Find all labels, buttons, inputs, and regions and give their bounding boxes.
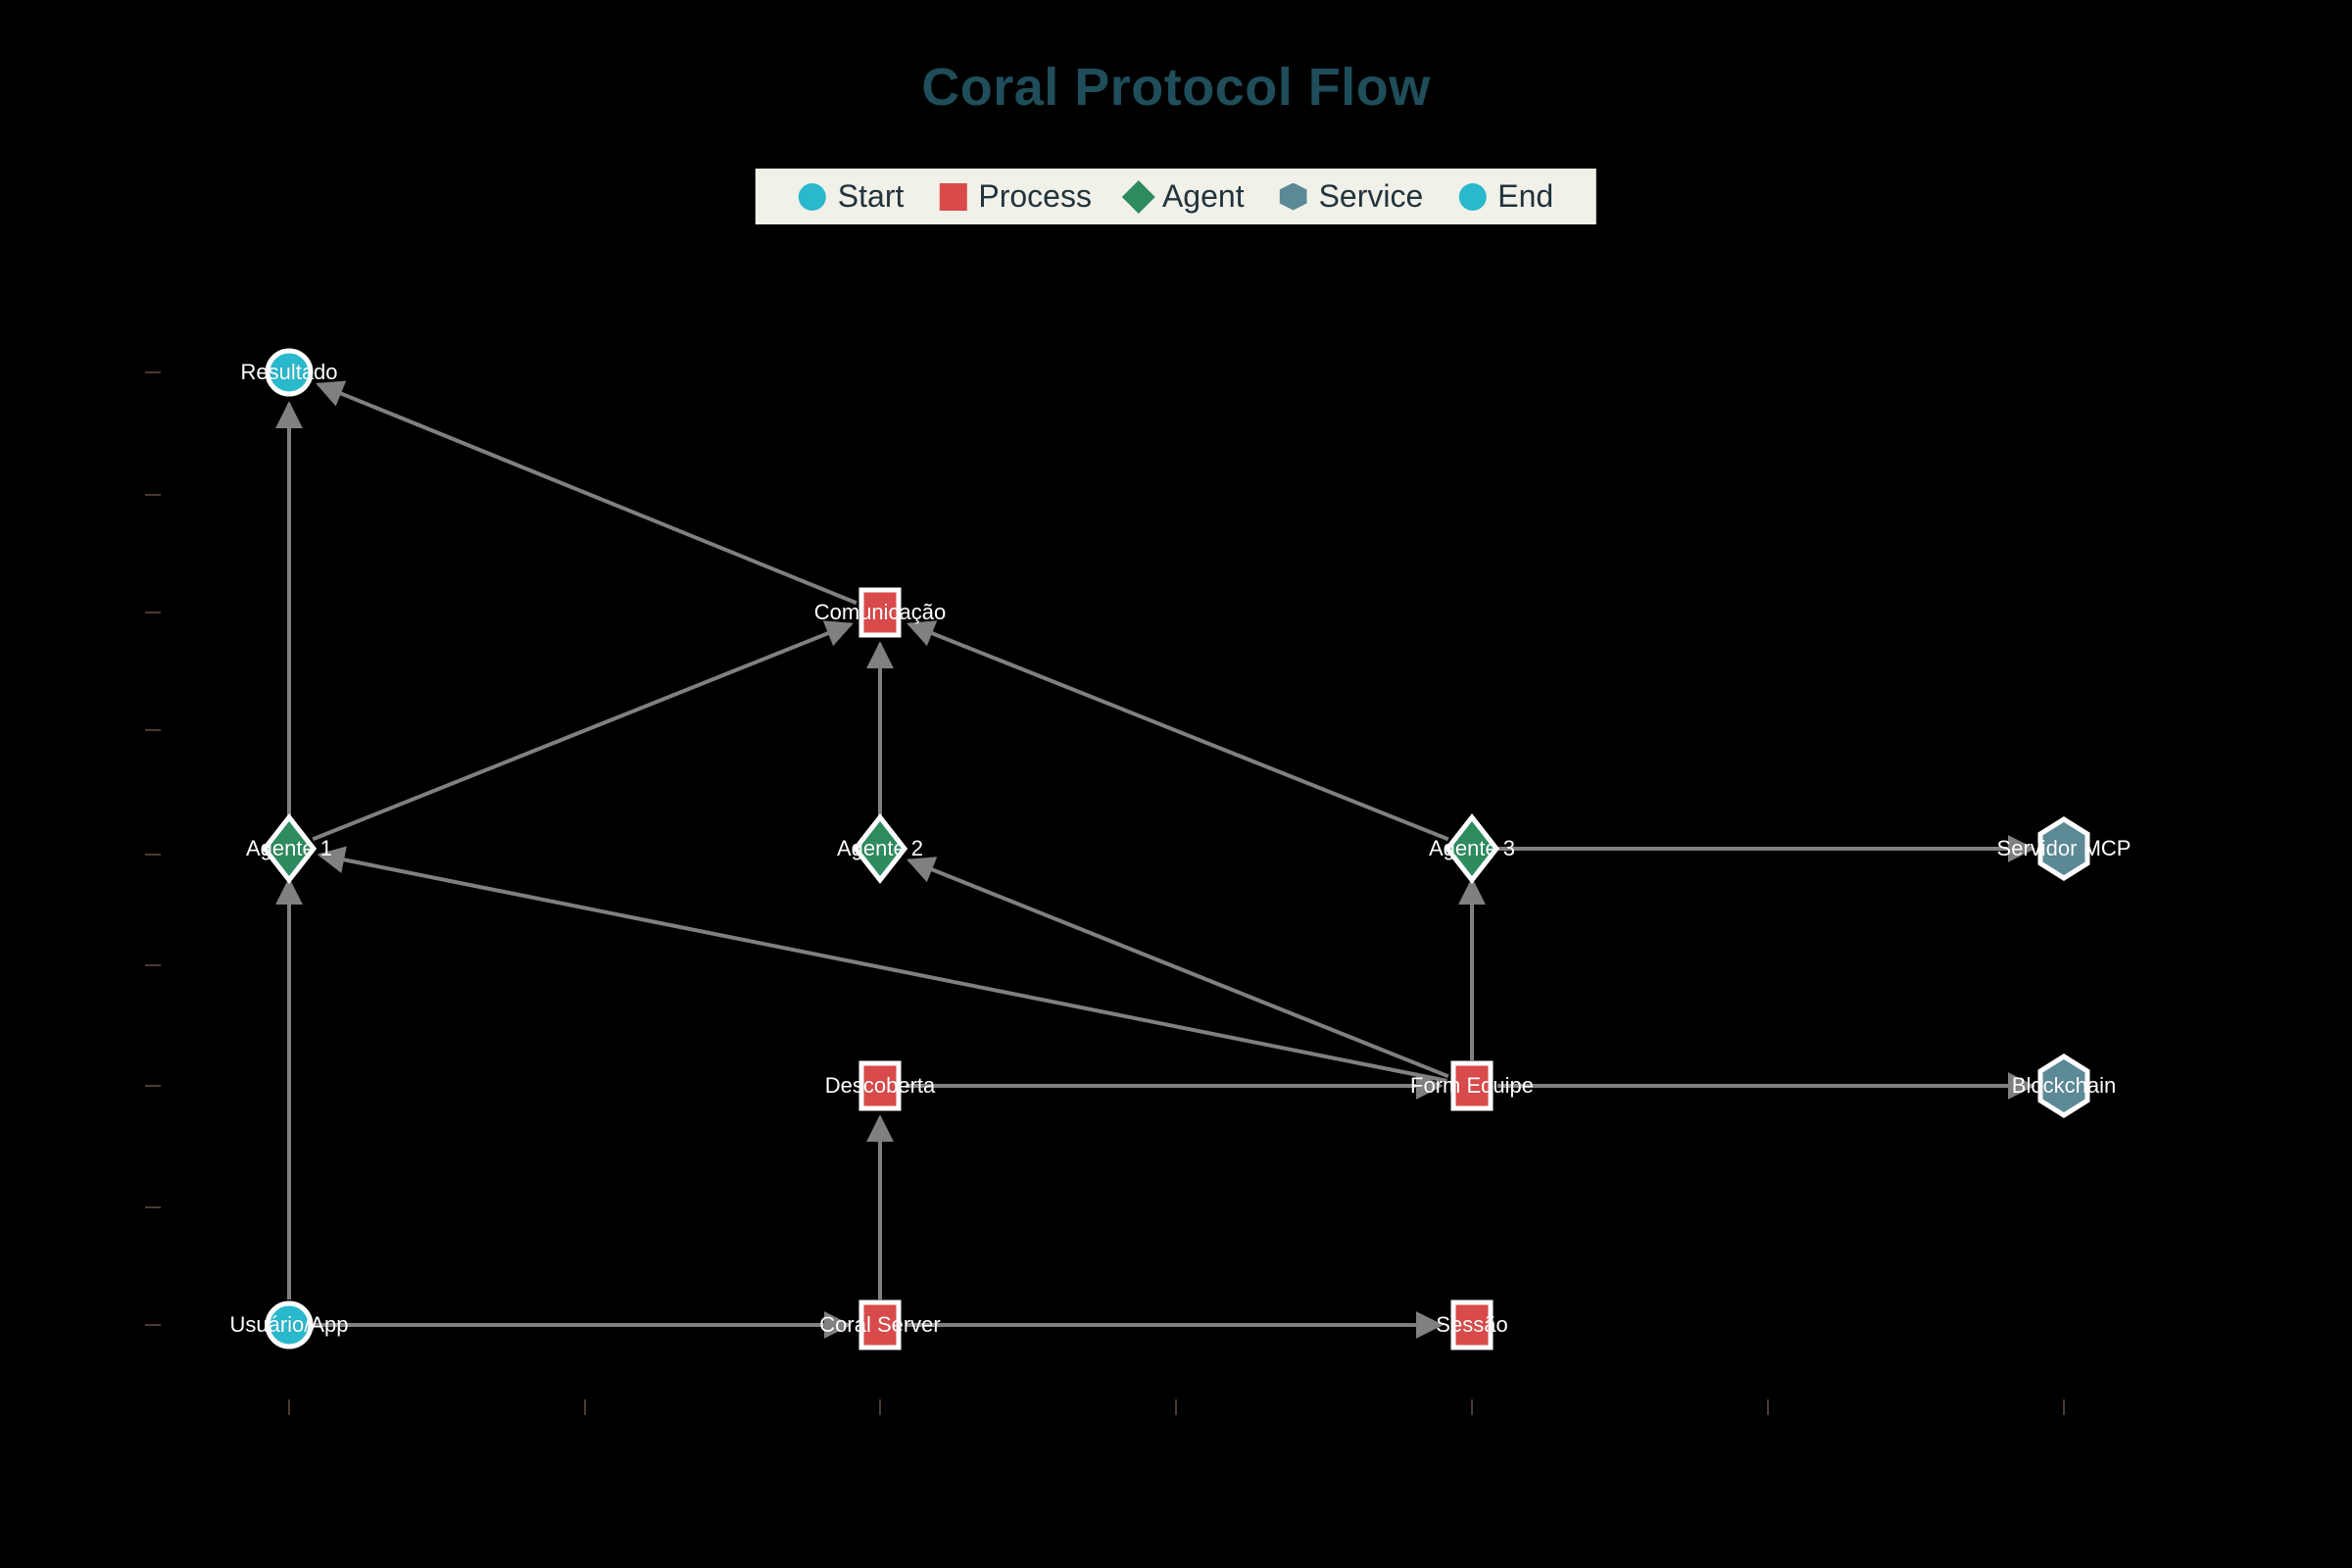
- circle-swatch-icon: [1458, 182, 1487, 211]
- edge-agente_1-to-comunicacao: [312, 620, 854, 842]
- legend-item-label: Service: [1318, 178, 1424, 214]
- node-servidor_mcp[interactable]: [2037, 816, 2090, 881]
- node-descoberta[interactable]: [858, 1060, 902, 1111]
- legend-item-start[interactable]: Start: [781, 178, 922, 215]
- axis-ticks: [145, 371, 2065, 1415]
- edge-layer: [275, 380, 2035, 1339]
- page-title: Coral Protocol Flow: [921, 58, 1431, 117]
- node-blockchain[interactable]: [2037, 1054, 2090, 1118]
- node-sessao[interactable]: [1450, 1299, 1494, 1350]
- edge-form_equipe-to-agente_1: [317, 846, 1447, 1083]
- node-coral_server[interactable]: [858, 1299, 902, 1350]
- node-form_equipe[interactable]: [1450, 1060, 1494, 1111]
- legend-item-label: Agent: [1161, 178, 1245, 214]
- node-usuario_app[interactable]: [265, 1300, 314, 1349]
- legend-item-process[interactable]: Process: [921, 178, 1109, 215]
- edge-agente_3-to-comunicacao: [906, 620, 1449, 842]
- node-agente_2[interactable]: [852, 812, 908, 885]
- node-agente_1[interactable]: [261, 812, 318, 885]
- node-agente_3[interactable]: [1444, 812, 1500, 885]
- node-comunicacao[interactable]: [858, 587, 902, 638]
- legend-item-agent[interactable]: Agent: [1109, 178, 1262, 215]
- node-resultado[interactable]: [265, 348, 314, 397]
- square-swatch-icon: [939, 182, 967, 211]
- legend: Start Process Agent Service End: [755, 169, 1597, 224]
- edge-comunicacao-to-resultado: [316, 380, 858, 606]
- legend-item-label: Process: [978, 178, 1092, 214]
- node-layer: [261, 348, 2090, 1350]
- circle-swatch-icon: [798, 182, 826, 211]
- legend-item-service[interactable]: Service: [1262, 178, 1442, 215]
- legend-item-label: End: [1497, 178, 1554, 214]
- edge-form_equipe-to-agente_2: [906, 857, 1449, 1079]
- legend-item-label: Start: [837, 178, 905, 214]
- legend-item-end[interactable]: End: [1441, 178, 1571, 215]
